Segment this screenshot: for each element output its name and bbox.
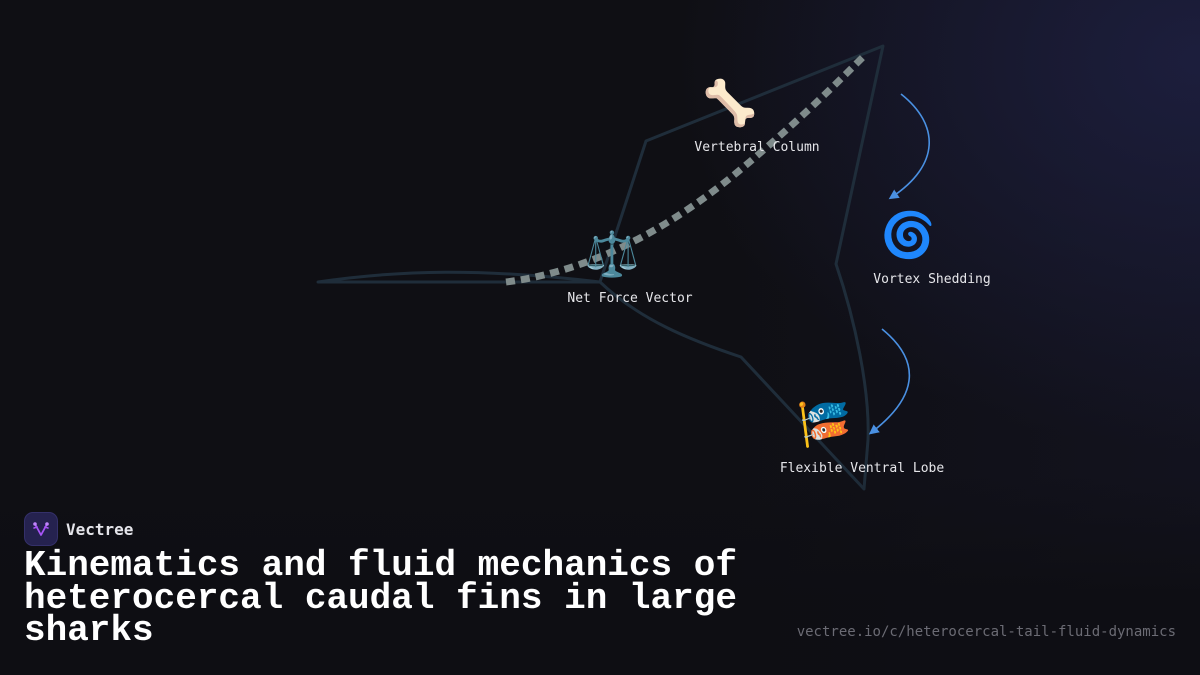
node-net-force-vector[interactable]: ⚖️ bbox=[585, 233, 640, 283]
node-label: Net Force Vector bbox=[567, 291, 693, 306]
flow-arrow-upper bbox=[888, 93, 930, 200]
node-vortex-shedding[interactable]: 🌀 bbox=[881, 214, 936, 264]
node-vortex-shedding-label: Vortex Shedding bbox=[873, 268, 990, 287]
balance-scale-icon: ⚖️ bbox=[584, 233, 640, 283]
node-label: Vertebral Column bbox=[694, 140, 820, 155]
node-net-force-vector-label: Net Force Vector bbox=[567, 287, 692, 306]
carp-streamer-icon: 🎏 bbox=[796, 403, 852, 453]
page-title: Kinematics and fluid mechanics of hetero… bbox=[24, 545, 737, 651]
vertebral-spine-line bbox=[505, 52, 868, 286]
brand-name: Vectree bbox=[66, 519, 134, 539]
brand[interactable]: Vectree bbox=[24, 512, 133, 546]
cyclone-icon: 🌀 bbox=[880, 214, 936, 264]
node-flexible-ventral-lobe-label: Flexible Ventral Lobe bbox=[780, 457, 944, 476]
flow-arrow-lower bbox=[868, 328, 911, 435]
bone-icon: 🦴 bbox=[702, 82, 758, 132]
node-vertebral-column[interactable]: 🦴 bbox=[703, 82, 758, 132]
fin-outline bbox=[316, 44, 885, 491]
node-vertebral-column-label: Vertebral Column bbox=[694, 136, 819, 155]
branching-v-icon bbox=[24, 512, 58, 546]
node-flexible-ventral-lobe[interactable]: 🎏 bbox=[797, 403, 852, 453]
node-label: Vortex Shedding bbox=[873, 272, 991, 287]
node-label: Flexible Ventral Lobe bbox=[779, 461, 945, 476]
bottom-fade bbox=[0, 475, 1200, 675]
page-url[interactable]: vectree.io/c/heterocercal-tail-fluid-dyn… bbox=[796, 624, 1176, 640]
